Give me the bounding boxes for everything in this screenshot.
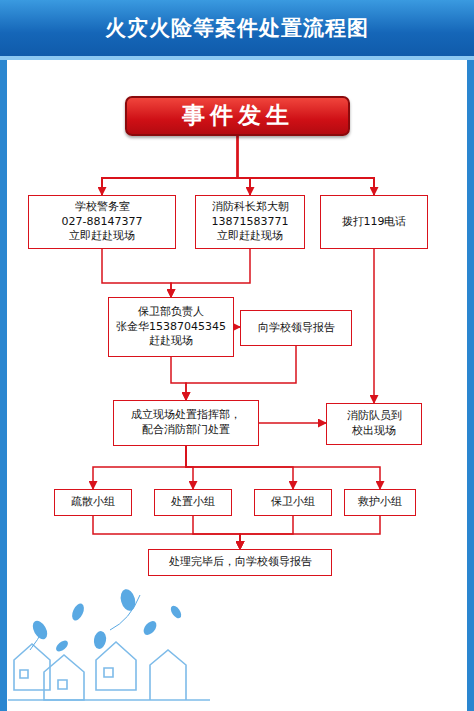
- node-text: 立即赶赴现场: [69, 229, 135, 244]
- node-text: 消防科长郑大朝: [212, 200, 289, 215]
- process-box: 拨打119电话: [320, 195, 428, 249]
- group-box: 保卫小组: [254, 489, 332, 516]
- flow-connector: [186, 446, 380, 489]
- node-text: 消防队员到 校出现场: [332, 409, 416, 439]
- group-box: 处置小组: [154, 489, 232, 516]
- node-text: 保卫小组: [271, 495, 315, 510]
- process-box: 消防科长郑大朝13871583771立即赶赴现场: [195, 195, 305, 249]
- node-text: 赶赴现场: [149, 334, 193, 349]
- flow-connector: [102, 136, 238, 195]
- flow-connector: [171, 249, 250, 297]
- process-box: 保卫部负责人张金华15387045345赶赴现场: [108, 297, 234, 357]
- node-text: 向学校领导报告: [258, 321, 335, 336]
- node-text: 张金华15387045345: [116, 320, 226, 335]
- flow-connector: [259, 422, 326, 424]
- group-box: 疏散小组: [54, 489, 132, 516]
- start-banner: 事件发生: [125, 96, 350, 136]
- node-text: 事件发生: [182, 100, 294, 131]
- node-text: 救护小组: [358, 495, 402, 510]
- node-text: 学校警务室: [75, 200, 130, 215]
- process-box: 成立现场处置指挥部， 配合消防部门处置: [113, 400, 259, 446]
- flow-connector: [373, 249, 375, 403]
- process-box: 消防队员到 校出现场: [326, 403, 422, 445]
- node-text: 处置小组: [171, 495, 215, 510]
- flow-connector: [238, 136, 375, 195]
- node-text: 拨打119电话: [342, 215, 407, 230]
- node-text: 疏散小组: [71, 495, 115, 510]
- flow-connector: [238, 136, 251, 195]
- flow-connector: [240, 516, 293, 549]
- group-box: 救护小组: [344, 489, 416, 516]
- flow-connector: [240, 516, 380, 549]
- flow-connector: [193, 516, 240, 549]
- process-box: 向学校领导报告: [240, 310, 352, 346]
- flow-connector: [93, 446, 186, 489]
- flow-connector: [93, 516, 240, 549]
- node-text: 立即赶赴现场: [217, 229, 283, 244]
- node-text: 027-88147377: [62, 215, 143, 230]
- node-text: 成立现场处置指挥部， 配合消防部门处置: [119, 408, 253, 438]
- node-text: 处理完毕后，向学校领导报告: [169, 555, 312, 570]
- node-text: 13871583771: [212, 215, 289, 230]
- flow-connector: [171, 357, 186, 400]
- chart-title: 火灾火险等案件处置流程图: [0, 14, 474, 42]
- header-rule: [0, 56, 474, 60]
- flow-connector: [102, 249, 171, 297]
- process-box: 学校警务室027-88147377立即赶赴现场: [28, 195, 176, 249]
- node-text: 保卫部负责人: [138, 305, 204, 320]
- process-box: 处理完毕后，向学校领导报告: [148, 549, 332, 576]
